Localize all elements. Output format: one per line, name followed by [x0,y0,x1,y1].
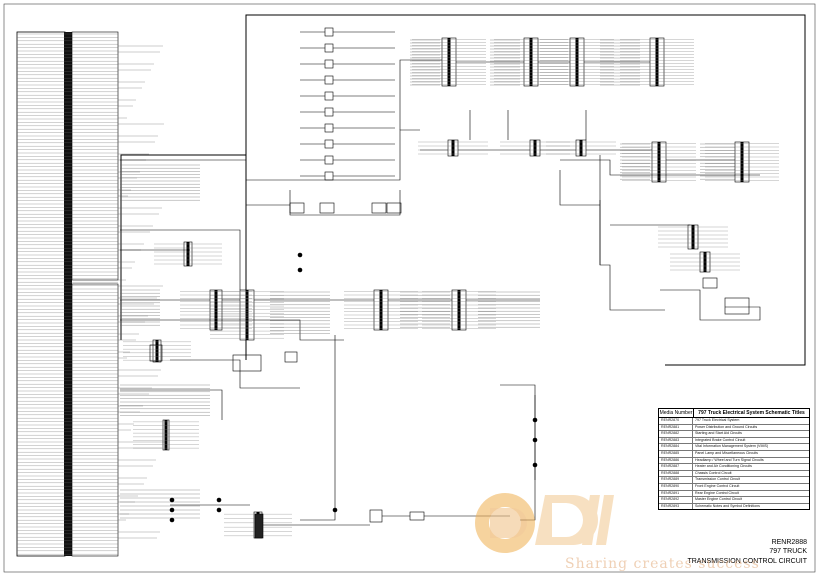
connector-blocks [123,37,779,539]
connector-block [705,141,779,183]
index-row-media: RENR2891 [659,490,693,497]
index-row-title: Starting and Start Aid Circuits [695,431,742,436]
index-col-media: Media Number [659,409,694,417]
connector-block [133,419,199,451]
index-row-media: RENR2883 [659,437,693,444]
index-row-media: RENR2886 [659,457,693,464]
connector-block [344,289,418,331]
index-row-title: Master Engine Control Circuit [695,497,742,502]
index-row-media: RENR2892 [659,497,693,503]
media-number: RENR2888 [771,539,807,546]
switch-column [300,27,395,181]
connector-block [546,139,616,157]
connector-block [180,289,252,331]
index-row-media: RENR2884 [659,444,693,450]
index-col-title: 797 Truck Electrical System Schematic Ti… [698,410,805,416]
index-row-title: Headlamp / Wheel and Turn Signal Circuit… [695,457,764,462]
index-row-title: Vital Information Management System (VIM… [695,444,769,449]
connector-block [154,241,222,267]
index-row-media: RENR2888 [659,470,693,477]
index-row-title: Transmission Control Circuit [695,477,740,482]
index-row-media: RENR2889 [659,477,693,483]
connector-block [500,139,570,157]
index-row-media: RENR2881 [659,424,693,431]
connector-block [412,37,486,87]
connector-block [620,37,694,87]
index-row-title: 797 Truck Electrical System [695,418,740,422]
index-row-title: Heater and Air Conditioning Circuits [695,464,752,469]
watermark-logo [475,493,614,553]
schematic-frame [3,3,816,573]
index-row-title: Integrated Brake Control Circuit [695,437,746,442]
connector-block [622,141,696,183]
index-row-title: Front Engine Control Circuit [695,483,740,488]
connector-block [123,339,191,363]
watermark-text: Sharing creates success [565,556,760,572]
connector-block [540,37,614,87]
index-row-title: Chassis Control Circuit [695,470,732,475]
index-row-title: Panel Lamp and Miscellaneous Circuits [695,450,758,455]
index-row-title: Rear Engine Control Circuit [695,490,739,495]
schematic-index-table: Media Number 797 Truck Electrical System… [658,408,810,511]
connector-block [658,224,728,250]
index-row-media: RENR2870 [659,418,693,424]
connector-block [670,251,740,273]
ecm-main-connector [16,31,119,557]
connector-block [418,139,488,157]
index-row-media: RENR2893 [659,503,693,510]
index-row-title: Schematic Notes and Symbol Definitions [695,503,760,508]
sheet-title: TRANSMISSION CONTROL CIRCUIT [687,558,807,565]
index-row-media: RENR2890 [659,483,693,490]
index-row-media: RENR2882 [659,431,693,437]
model-name: 797 TRUCK [769,548,807,555]
connector-block [422,289,496,331]
index-row-media: RENR2887 [659,464,693,470]
index-row-title: Power Distribution and Ground Circuits [695,424,758,429]
index-row-media: RENR2885 [659,450,693,457]
